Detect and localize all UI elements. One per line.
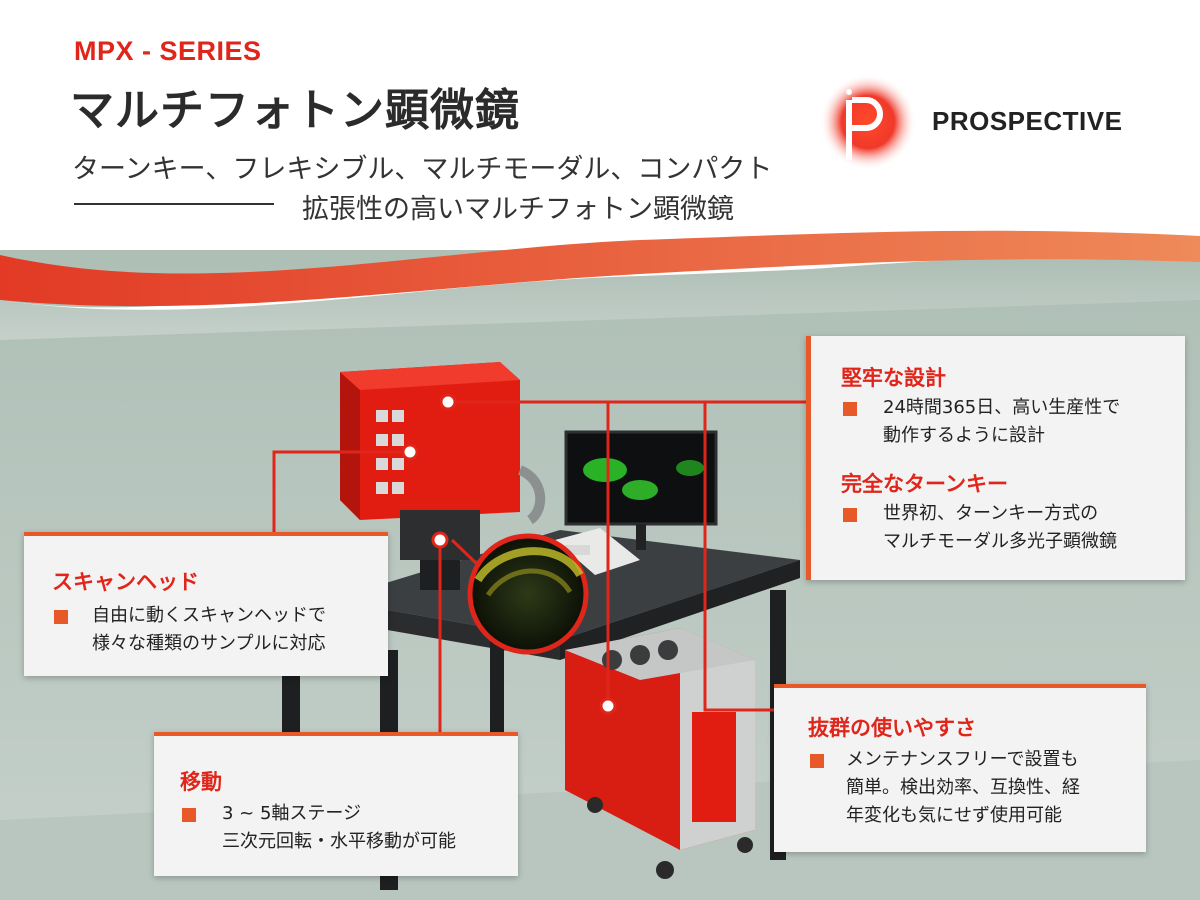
feature-text: 24時間365日、高い生産性で (883, 397, 1121, 418)
tagline-line-1: ターンキー、フレキシブル、マルチモーダル、コンパクト (72, 154, 773, 185)
tagline-divider (74, 203, 274, 205)
feature-text: 動作するように設計 (883, 425, 1045, 446)
monitor (564, 430, 718, 550)
bullet-icon (843, 508, 857, 522)
feature-text: 自由に動くスキャンヘッドで (92, 605, 326, 626)
feature-text: マルチモーダル多光子顕微鏡 (883, 531, 1117, 552)
brand-name: PROSPECTIVE (932, 106, 1123, 136)
feature-title: スキャンヘッド (52, 570, 199, 594)
bullet-icon (843, 402, 857, 416)
page-title: マルチフォトン顕微鏡 (70, 85, 520, 136)
feature-title: 完全なターンキー (841, 472, 1008, 496)
feature-card-usability: 抜群の使いやすさ メンテナンスフリーで設置も 簡単。検出効率、互換性、経 年変化… (774, 684, 1146, 852)
feature-title: 堅牢な設計 (841, 366, 946, 390)
tagline-line-2: 拡張性の高いマルチフォトン顕微鏡 (302, 194, 734, 225)
feature-text: 世界初、ターンキー方式の (883, 503, 1099, 524)
feature-text: 3 ~ 5軸ステージ (222, 803, 362, 824)
feature-card-scanhead: スキャンヘッド 自由に動くスキャンヘッドで 様々な種類のサンプルに対応 (24, 532, 388, 676)
leader-dots (401, 393, 617, 715)
leader-lines (272, 400, 808, 740)
feature-title: 移動 (180, 770, 222, 794)
feature-text: 年変化も気にせず使用可能 (846, 805, 1062, 826)
series-label: MPX - SERIES (74, 36, 262, 66)
feature-text: 三次元回転・水平移動が可能 (222, 831, 456, 852)
feature-card-robust-turnkey: 堅牢な設計 24時間365日、高い生産性で 動作するように設計 完全なターンキー… (806, 336, 1185, 580)
feature-card-stage: 移動 3 ~ 5軸ステージ 三次元回転・水平移動が可能 (154, 732, 518, 876)
cabinet (565, 628, 755, 879)
feature-text: 簡単。検出効率、互換性、経 (846, 777, 1080, 798)
bullet-icon (810, 754, 824, 768)
prospective-logo-icon (820, 74, 916, 170)
feature-text: 様々な種類のサンプルに対応 (92, 633, 326, 654)
bullet-icon (54, 610, 68, 624)
sample-magnifier (450, 533, 589, 655)
bullet-icon (182, 808, 196, 822)
control-panel (555, 528, 640, 575)
feature-title: 抜群の使いやすさ (808, 716, 976, 740)
feature-text: メンテナンスフリーで設置も (846, 749, 1079, 770)
